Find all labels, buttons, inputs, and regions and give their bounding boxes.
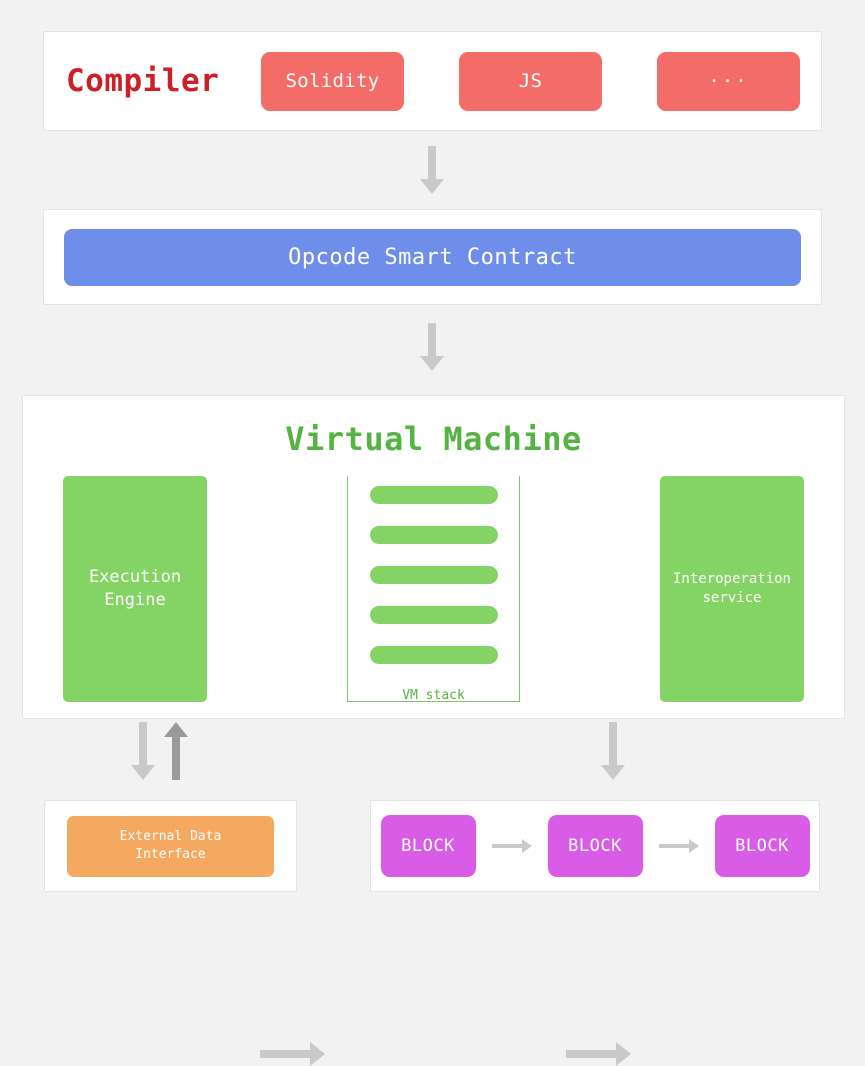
diagram-canvas: Compiler Solidity JS ... Opcode Smart Co… (22, 31, 845, 1066)
arrow-right-block1-to-block2-icon (491, 839, 532, 853)
arrow-shaft (428, 323, 436, 356)
vm-stack-label: VM stack (402, 688, 465, 703)
arrow-right-stack-to-interoperation-icon (566, 1042, 631, 1066)
language-pill-solidity[interactable]: Solidity (261, 51, 404, 111)
virtual-machine-layer: Virtual Machine Execution Engine VM stac… (22, 395, 845, 1066)
block-box-2[interactable]: BLOCK (547, 815, 643, 877)
arrow-shaft (139, 722, 147, 765)
vm-stack-slot (369, 606, 498, 624)
vm-stack-slot (369, 526, 498, 544)
arrow-down-opcode-to-vm-icon (420, 323, 444, 371)
compiler-title: Compiler (66, 63, 220, 99)
interoperation-label-line1: Interoperation (672, 571, 791, 588)
arrow-shaft (172, 737, 180, 780)
external-data-layer: External Data Interface (44, 800, 297, 892)
arrow-head (601, 765, 625, 780)
arrow-head (521, 839, 532, 853)
language-pill-js[interactable]: JS (459, 51, 602, 111)
virtual-machine-body: Execution Engine VM stack (23, 476, 844, 1066)
arrow-shaft (566, 1050, 616, 1058)
arrow-down-compiler-to-opcode-icon (420, 146, 444, 194)
blockchain-layer: BLOCK BLOCK BLOCK (370, 800, 820, 892)
arrow-head (420, 179, 444, 194)
opcode-layer: Opcode Smart Contract (43, 209, 822, 305)
interoperation-label-line2: service (702, 590, 762, 606)
arrow-head (131, 765, 155, 780)
arrow-head (688, 839, 699, 853)
arrow-shaft (491, 844, 522, 848)
vm-stack-slot (369, 566, 498, 584)
interoperation-service-box[interactable]: Interoperation service (660, 476, 804, 702)
vm-stack-container: VM stack (347, 476, 520, 703)
virtual-machine-title: Virtual Machine (285, 420, 582, 458)
execution-engine-label-line1: Execution (88, 567, 182, 588)
arrow-head (616, 1042, 631, 1066)
arrow-down-vm-to-blockchain-icon (601, 722, 625, 780)
language-pill-more[interactable]: ... (657, 51, 800, 111)
execution-engine-label-line2: Engine (104, 590, 166, 610)
execution-engine-box[interactable]: Execution Engine (63, 476, 207, 702)
external-data-label-line1: External Data (119, 828, 222, 844)
arrow-shaft (609, 722, 617, 765)
opcode-smart-contract-bar[interactable]: Opcode Smart Contract (64, 228, 801, 286)
arrow-up-external-to-vm-icon (164, 722, 188, 780)
compiler-layer: Compiler Solidity JS ... (43, 31, 822, 131)
block-box-3[interactable]: BLOCK (714, 815, 810, 877)
arrow-down-vm-to-external-icon (131, 722, 155, 780)
block-box-1[interactable]: BLOCK (380, 815, 476, 877)
arrow-head (420, 356, 444, 371)
arrow-right-block2-to-block3-icon (658, 839, 699, 853)
arrow-shaft (260, 1050, 310, 1058)
external-data-interface-box[interactable]: External Data Interface (67, 815, 274, 877)
vm-stack-slot (369, 646, 498, 664)
arrow-right-engine-to-stack-icon (260, 1042, 325, 1066)
external-data-label-line2: Interface (135, 847, 206, 862)
vm-stack-slot (369, 486, 498, 504)
arrow-shaft (658, 844, 689, 848)
arrow-head (164, 722, 188, 737)
arrow-head (310, 1042, 325, 1066)
arrow-shaft (428, 146, 436, 179)
